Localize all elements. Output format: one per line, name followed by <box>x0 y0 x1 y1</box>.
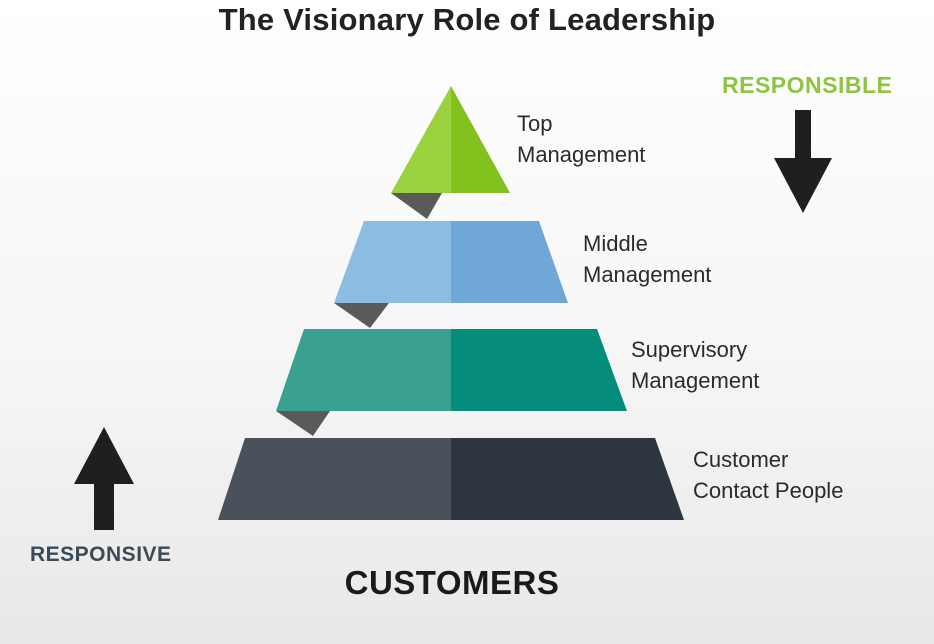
responsible-label: RESPONSIBLE <box>722 72 893 98</box>
pyramid-supervisory-right-face <box>451 329 627 411</box>
level-label-top-line1: Top <box>517 111 553 136</box>
arrow-down-icon <box>774 110 832 213</box>
pyramid-fold-3 <box>276 411 330 436</box>
responsive-label: RESPONSIVE <box>30 543 172 566</box>
pyramid-level-customer-contact <box>218 438 684 520</box>
pyramid-fold-1 <box>391 193 442 219</box>
level-label-customer-line2: Contact People <box>693 478 844 503</box>
pyramid-top-left-face <box>391 86 451 193</box>
level-label-supervisory-line1: Supervisory <box>631 337 748 362</box>
level-label-supervisory-line2: Management <box>631 368 760 393</box>
page-title: The Visionary Role of Leadership <box>218 2 716 37</box>
pyramid-customer-left-face <box>218 438 451 520</box>
level-label-supervisory: Supervisory Management <box>631 334 759 396</box>
pyramid-middle-left-face <box>334 221 451 303</box>
level-label-middle: Middle Management <box>583 228 711 290</box>
level-label-top: Top Management <box>517 108 645 170</box>
pyramid-customer-right-face <box>451 438 684 520</box>
level-label-top-line2: Management <box>517 142 646 167</box>
pyramid-level-middle <box>334 221 568 328</box>
pyramid-fold-2 <box>334 303 389 328</box>
pyramid-middle-right-face <box>451 221 568 303</box>
level-label-middle-line1: Middle <box>583 231 648 256</box>
level-label-middle-line2: Management <box>583 262 712 287</box>
level-label-customer-contact: Customer Contact People <box>693 444 843 506</box>
customers-label: CUSTOMERS <box>344 564 560 601</box>
pyramid-level-supervisory <box>276 329 627 436</box>
pyramid-supervisory-left-face <box>276 329 451 411</box>
pyramid-level-top <box>391 86 510 219</box>
level-label-customer-line1: Customer <box>693 447 789 472</box>
pyramid-top-right-face <box>451 86 510 193</box>
arrow-up-icon <box>74 427 134 530</box>
